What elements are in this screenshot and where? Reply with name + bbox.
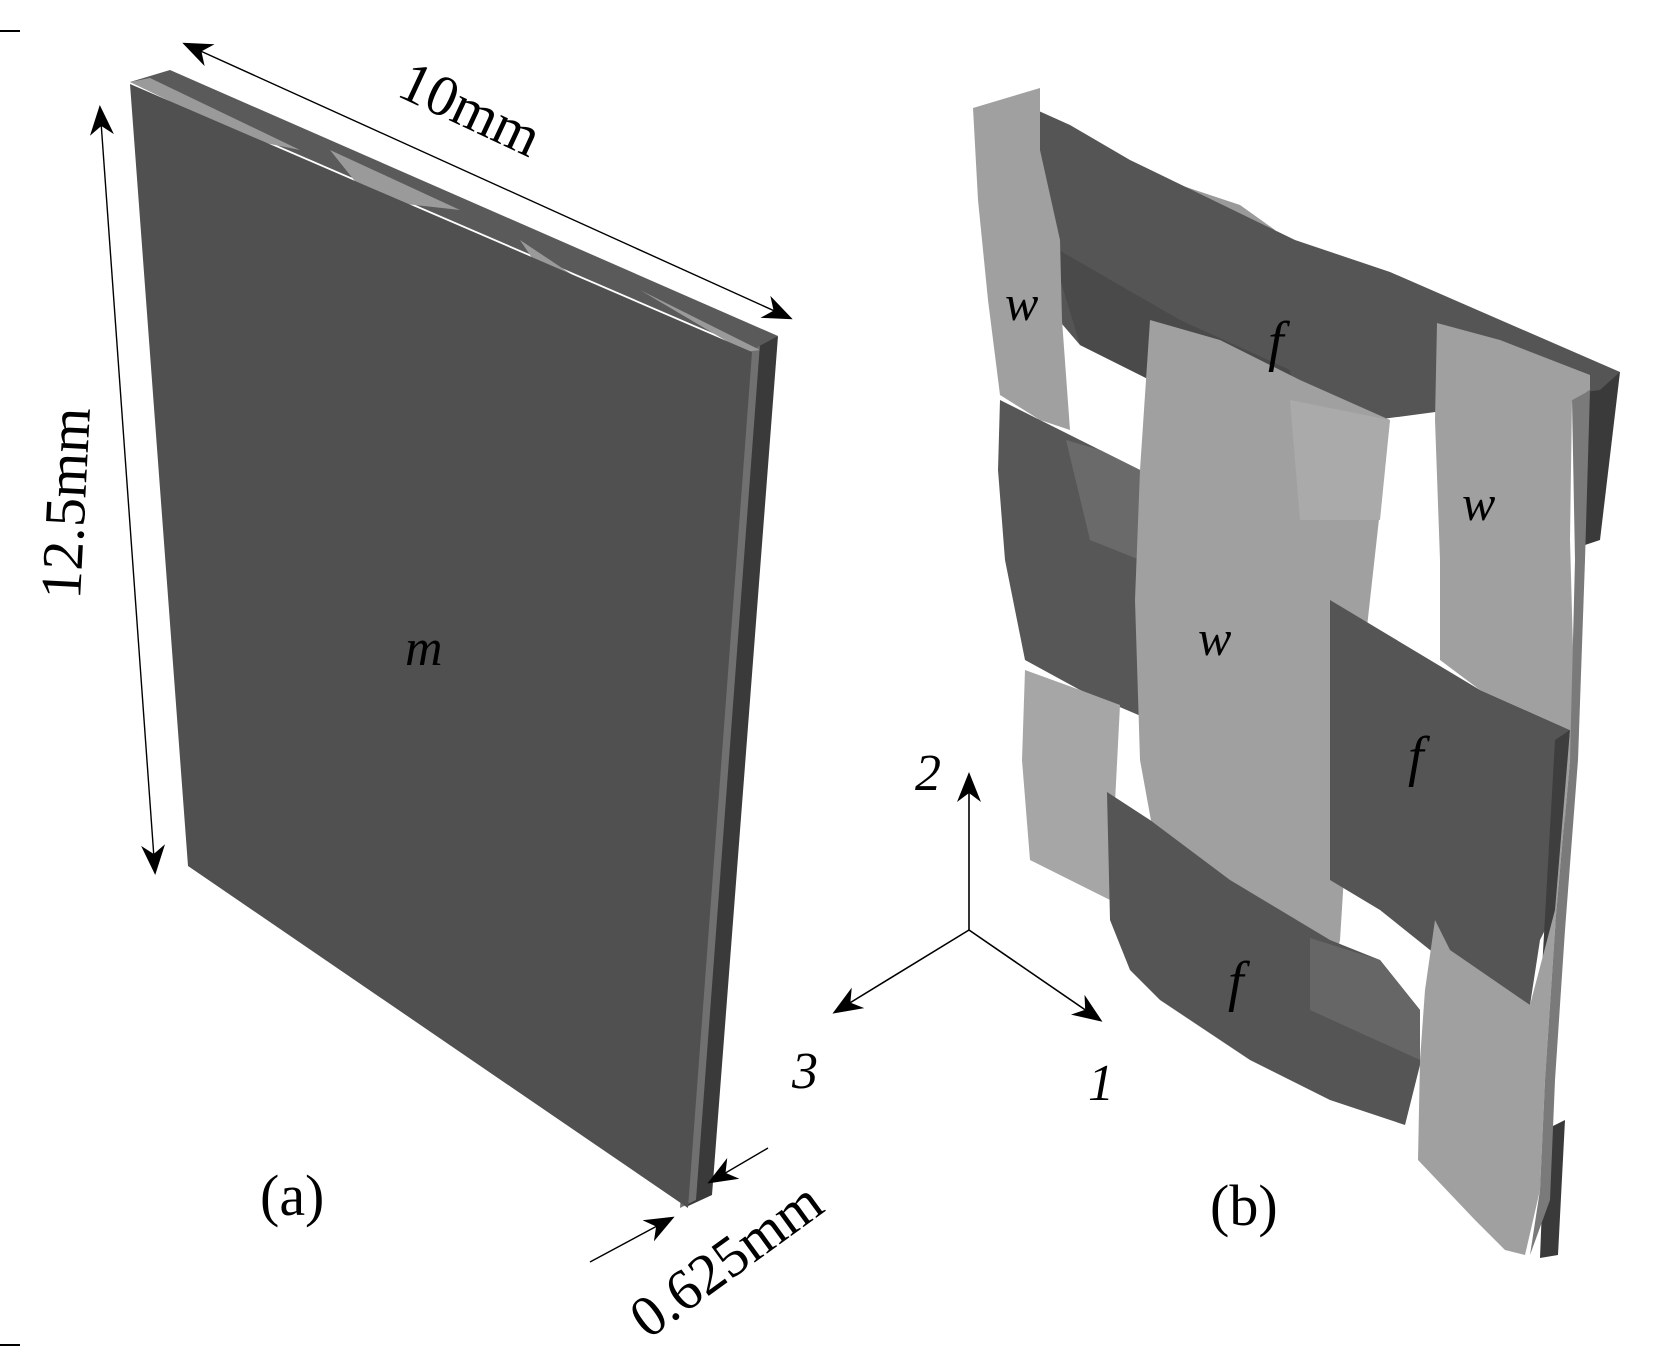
matrix-label: m <box>405 620 443 677</box>
warp-label-3: w <box>1198 610 1231 666</box>
axis-3-label: 3 <box>791 1043 818 1100</box>
axis-3-arrow <box>832 929 970 1014</box>
dim-label-height: 12.5mm <box>28 406 103 601</box>
warp-label-2: w <box>1462 475 1495 531</box>
fabric-right-edge <box>1585 372 1620 545</box>
axis-triad: 2 3 1 <box>791 745 1114 1112</box>
warp-label-1: w <box>1005 275 1038 331</box>
matrix-front-face <box>130 84 752 1208</box>
fill-tow-left-mid-light <box>1066 440 1140 560</box>
dim-arrow-width <box>182 42 793 320</box>
warp-tow-center-light <box>1290 400 1390 520</box>
panel-a: 10mm 12.5mm 0.625mm m (a) <box>28 42 834 1351</box>
warp-tow-left-top <box>973 88 1070 430</box>
fill-tow-bottom <box>1107 792 1420 1125</box>
warp-tow-right-edge <box>1530 390 1590 1255</box>
axis-2-label: 2 <box>915 745 941 802</box>
dim-arrow-thickness-right <box>707 1147 769 1184</box>
fill-tow-right-mid <box>1330 600 1570 1005</box>
dim-label-width: 10mm <box>390 48 552 170</box>
dim-arrow-height <box>89 105 166 875</box>
warp-tow-right <box>1418 323 1590 1255</box>
panel-b-caption: (b) <box>1210 1173 1278 1238</box>
fill-tow-bottom-light <box>1310 938 1420 1060</box>
axis-1-arrow <box>968 929 1103 1022</box>
panel-a-caption: (a) <box>260 1163 324 1228</box>
dim-arrow-thickness-left <box>589 1216 675 1263</box>
axis-1-label: 1 <box>1088 1055 1114 1112</box>
fill-tow-right-mid-dark <box>1540 730 1570 1005</box>
dim-label-thickness: 0.625mm <box>617 1168 834 1350</box>
panel-b: w w w f f f (b) <box>973 88 1620 1258</box>
warp-tow-left-bottom <box>1022 670 1120 900</box>
